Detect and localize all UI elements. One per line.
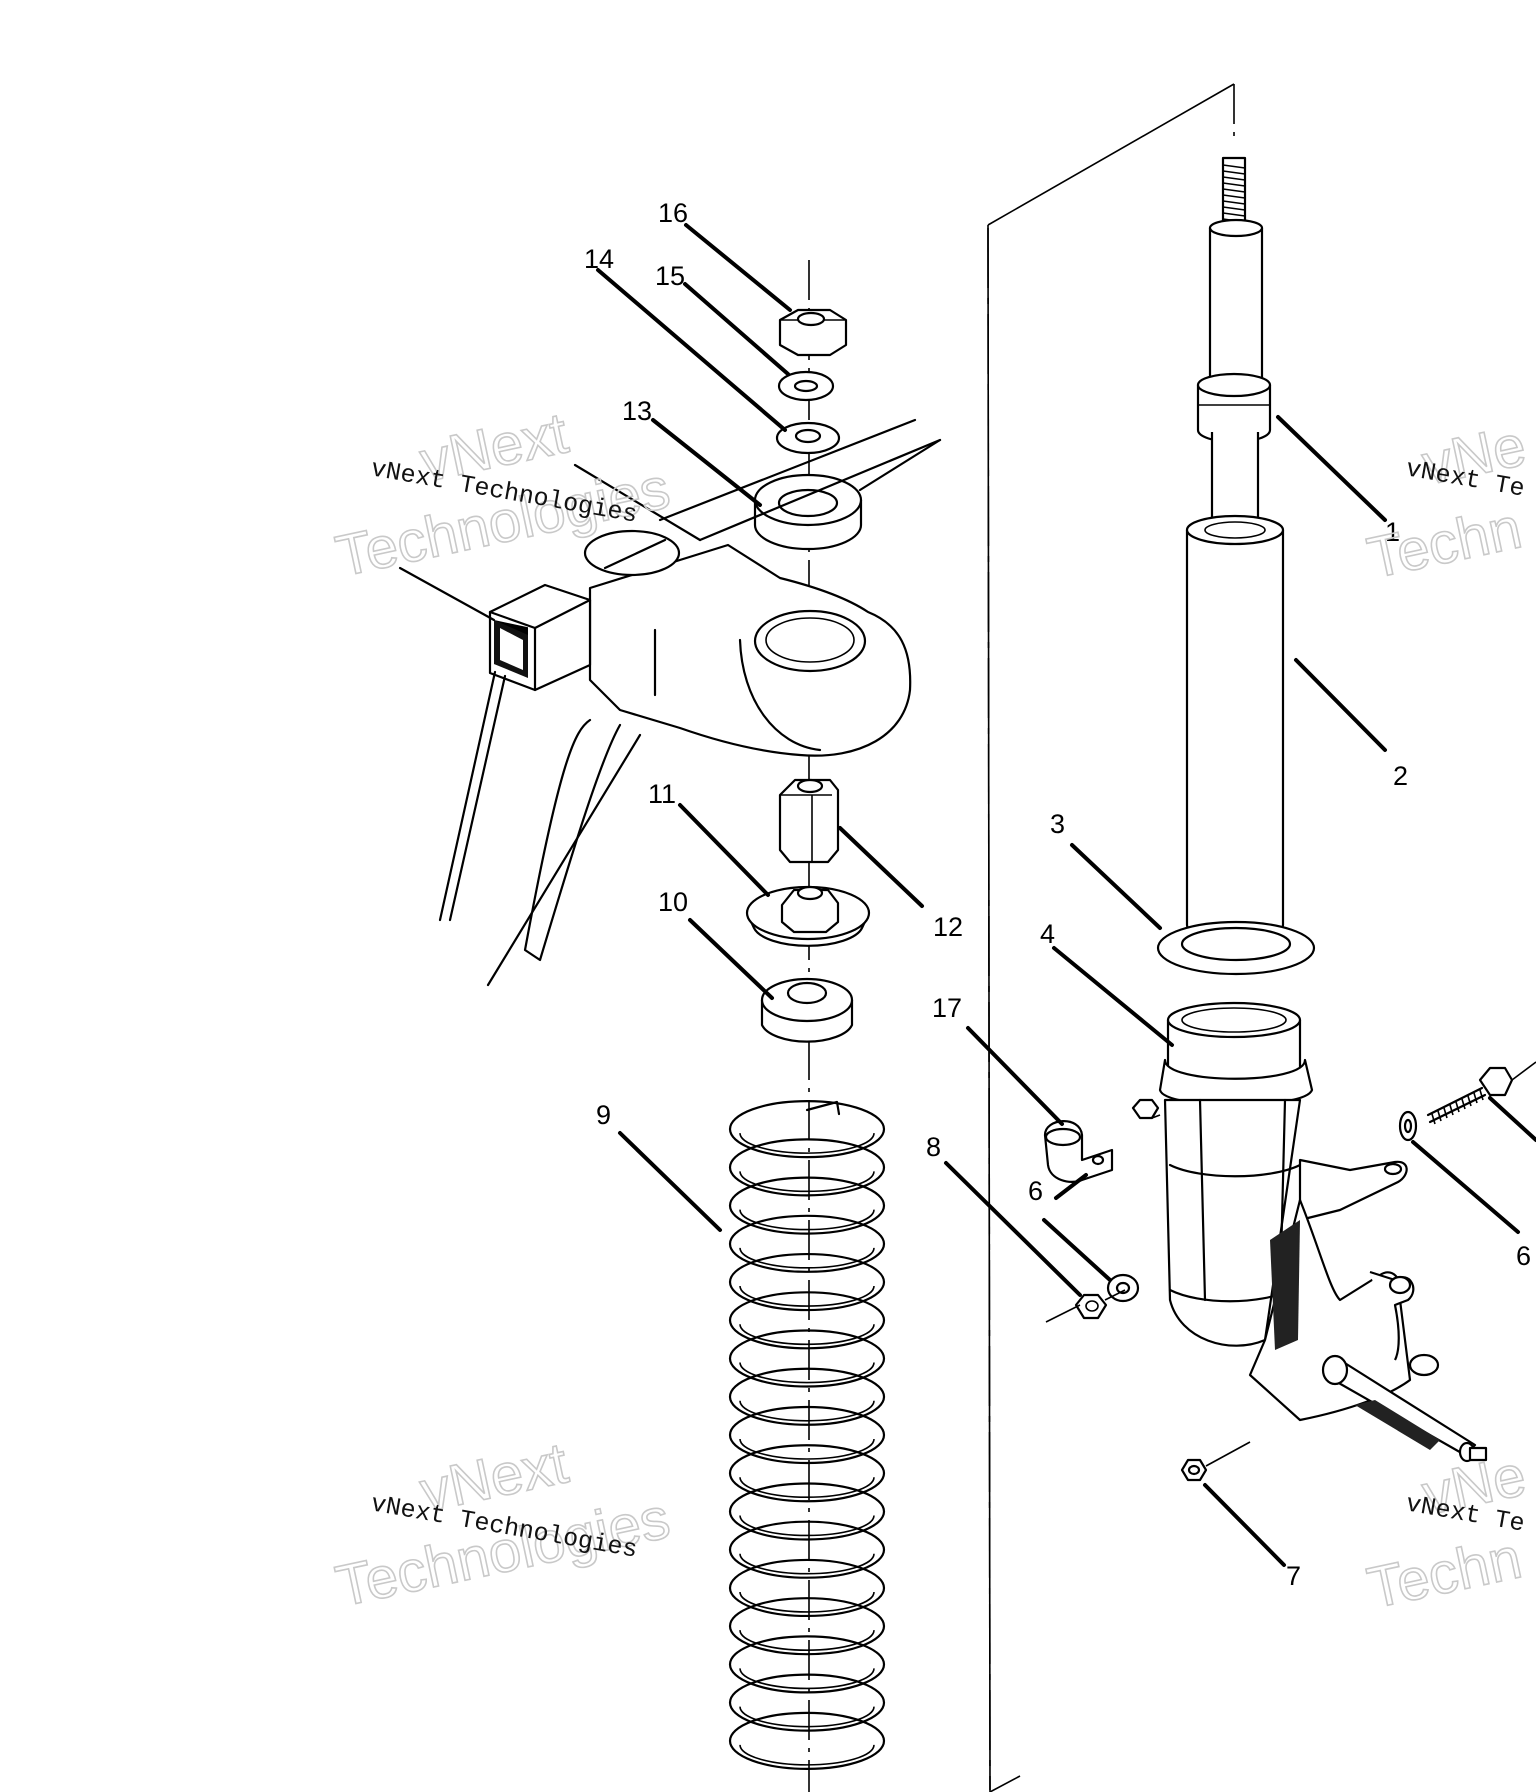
watermark-line2-right-top: Techn (1362, 495, 1527, 591)
bolt-thread-line (1437, 1110, 1442, 1122)
callout-4: 4 (1040, 919, 1055, 949)
cup-washer-11 (745, 885, 871, 947)
bolt-thread-line (1479, 1089, 1484, 1101)
bolt-thread-line (1431, 1113, 1436, 1125)
seal-ring-3 (1156, 920, 1316, 976)
thread-line (1222, 188, 1246, 193)
leader-lines (596, 223, 1536, 1567)
spacer-12 (778, 778, 840, 864)
bolt-thread-line (1467, 1095, 1472, 1107)
washer-15 (777, 370, 835, 402)
callout-3: 3 (1050, 809, 1065, 839)
spring-coil (728, 1711, 886, 1770)
spring-coil-inner (739, 1744, 875, 1766)
spring-coil-inner (739, 1247, 875, 1269)
spring-coil (728, 1520, 886, 1579)
callout-13: 13 (622, 396, 652, 426)
frame-lines (987, 83, 1235, 1792)
spring-coil (728, 1176, 886, 1235)
thread-line (1222, 200, 1246, 205)
spring-coil (728, 1597, 886, 1656)
callout-1: 1 (1385, 517, 1400, 547)
callout-14: 14 (584, 244, 614, 274)
spring-coil (728, 1291, 886, 1350)
thread-line (1222, 206, 1246, 211)
callouts: 16 15 14 13 11 12 10 9 1 2 3 4 17 8 6 6 … (584, 198, 1531, 1591)
spring-coil (728, 1214, 886, 1273)
callout-15: 15 (655, 261, 685, 291)
callout-6-right: 6 (1516, 1241, 1531, 1271)
bolt-thread-line (1455, 1101, 1460, 1113)
callout-7: 7 (1286, 1561, 1301, 1591)
bolt-thread-line (1449, 1104, 1454, 1116)
upper-arm-bracket (398, 418, 942, 987)
spring-coil (728, 1444, 886, 1503)
callout-12: 12 (933, 912, 963, 942)
spring-coil-inner (739, 1668, 875, 1690)
spring-coil-inner (739, 1400, 875, 1422)
spring-coil (728, 1100, 886, 1159)
spring-coil-inner (739, 1171, 875, 1193)
thread-line (1222, 164, 1246, 169)
thread-line (1222, 182, 1246, 187)
hex-nut-16 (778, 308, 848, 357)
spring-coil-inner (739, 1324, 875, 1346)
watermark-line2-right-bottom: Techn (1362, 1525, 1527, 1621)
bolt-thread-line (1473, 1092, 1478, 1104)
bumper-10 (760, 977, 854, 1043)
thread-line (1222, 212, 1246, 217)
spring-coil-inner (739, 1630, 875, 1651)
spring-coil-inner (739, 1209, 875, 1231)
watermarks: vNext Technologies vNext Technologies vN… (330, 400, 1532, 1622)
bolt-thread-line (1461, 1098, 1466, 1110)
spring-coil (728, 1482, 886, 1541)
callout-6-left: 6 (1028, 1176, 1043, 1206)
hardware-left (1045, 1098, 1161, 1323)
spring-coil (728, 1405, 886, 1465)
fastener-7 (1180, 1441, 1251, 1482)
spring-coil (728, 1635, 886, 1694)
spring-coil-inner (739, 1285, 875, 1307)
callout-17: 17 (932, 993, 962, 1023)
callout-10: 10 (658, 887, 688, 917)
spring-coil-inner (739, 1438, 875, 1460)
callout-8: 8 (926, 1132, 941, 1162)
spring-coil-inner (739, 1133, 875, 1154)
coil-spring-9 (728, 1100, 886, 1770)
spring-coil (728, 1673, 886, 1732)
spring-end (805, 1100, 841, 1116)
spring-coil (728, 1138, 886, 1197)
spring-coil-inner (739, 1362, 875, 1384)
spring-coil (728, 1367, 886, 1426)
spring-coil (728, 1329, 886, 1388)
spring-coil (728, 1558, 886, 1618)
spindle-housing-4 (1158, 1001, 1488, 1463)
spring-coil-inner (739, 1515, 875, 1537)
spring-coil-inner (739, 1553, 875, 1575)
thread-line (1222, 176, 1246, 181)
hardware-right (1398, 1061, 1536, 1142)
callout-2: 2 (1393, 761, 1408, 791)
spring-coil (728, 1252, 886, 1312)
clamp-17 (1043, 1120, 1114, 1183)
bolt-thread-line (1443, 1107, 1448, 1119)
washer-14 (775, 421, 841, 455)
callout-11: 11 (648, 779, 676, 809)
callout-16: 16 (658, 198, 688, 228)
spring-coil-inner (739, 1591, 875, 1613)
callout-9: 9 (596, 1100, 611, 1130)
spring-coil-inner (739, 1477, 875, 1499)
bushing-13 (753, 473, 863, 551)
spring-coil-inner (739, 1706, 875, 1728)
thread-line (1222, 194, 1246, 199)
shock-absorber (1185, 156, 1285, 941)
thread-line (1222, 170, 1246, 175)
